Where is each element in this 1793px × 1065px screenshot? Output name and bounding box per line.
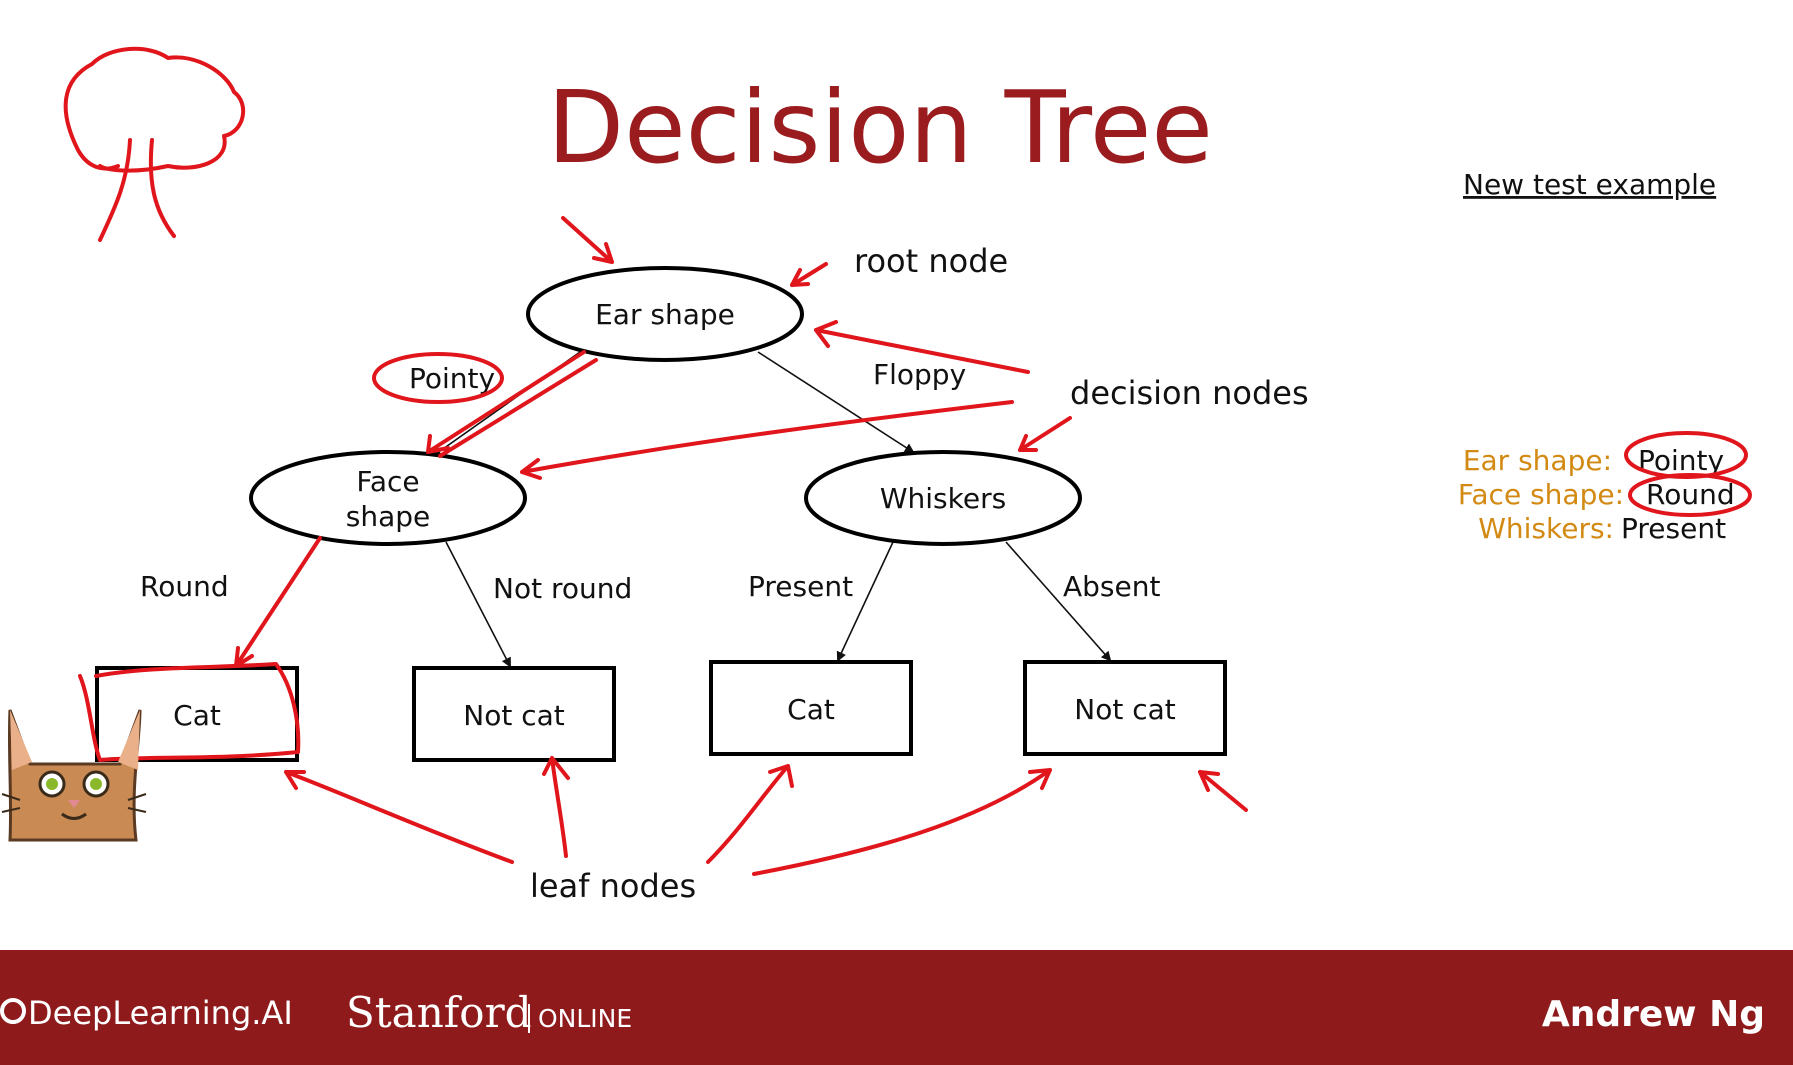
edge-face-notround — [445, 541, 511, 668]
edge-root-right — [757, 351, 915, 454]
edge-whiskers-present — [836, 541, 894, 662]
annotation-root-node: root node — [854, 242, 1008, 280]
edge-whiskers-absent — [1005, 541, 1112, 662]
feature-value-whiskers: Present — [1621, 512, 1726, 545]
edge-label-round: Round — [140, 570, 229, 603]
leaf-node-3: Cat — [709, 660, 913, 756]
whiskers-node: Whiskers — [804, 450, 1082, 546]
deeplearning-logo-icon — [0, 998, 26, 1024]
whiskers-label: Whiskers — [880, 482, 1006, 515]
slide-title: Decision Tree — [547, 69, 1213, 186]
feature-key-ear: Ear shape: — [1463, 444, 1612, 477]
face-shape-label-line2: shape — [346, 500, 431, 533]
face-shape-label-line1: Face — [356, 465, 419, 498]
annotation-decision-nodes: decision nodes — [1070, 374, 1309, 412]
leaf-label-1: Cat — [173, 699, 221, 732]
edge-label-absent: Absent — [1063, 570, 1160, 603]
footer-bar: DeepLearning.AI Stanford ONLINE Andrew N… — [0, 950, 1793, 1065]
edge-label-pointy: Pointy — [409, 362, 495, 395]
author-name: Andrew Ng — [1541, 994, 1765, 1035]
red-ink-annotations — [63, 46, 1752, 876]
leaf-node-4: Not cat — [1023, 660, 1227, 756]
root-node: Ear shape — [526, 266, 804, 362]
feature-value-face: Round — [1646, 478, 1735, 511]
brand-stanford: Stanford — [346, 988, 532, 1037]
brand-online: ONLINE — [528, 1004, 632, 1033]
feature-key-whiskers: Whiskers: — [1478, 512, 1614, 545]
tree-doodle-icon — [63, 46, 245, 242]
leaf-node-2: Not cat — [412, 666, 616, 762]
leaf-label-2: Not cat — [463, 699, 565, 732]
brand-deeplearning: DeepLearning.AI — [28, 994, 293, 1032]
test-example-heading: New test example — [1463, 168, 1716, 201]
test-example-features: Ear shape: Pointy Face shape: Round Whis… — [1458, 444, 1735, 545]
root-node-label: Ear shape — [595, 298, 735, 331]
decision-tree-diagram: Decision Tree Ear shape Face shape Whisk… — [1, 46, 1752, 905]
leaf-label-3: Cat — [787, 693, 835, 726]
cat-illustration — [1, 709, 147, 842]
face-shape-node: Face shape — [249, 450, 527, 546]
edge-label-floppy: Floppy — [873, 358, 966, 391]
edge-label-not-round: Not round — [493, 572, 632, 605]
leaf-label-4: Not cat — [1074, 693, 1176, 726]
edge-label-present: Present — [748, 570, 853, 603]
feature-key-face: Face shape: — [1458, 478, 1624, 511]
annotation-leaf-nodes: leaf nodes — [530, 867, 696, 905]
